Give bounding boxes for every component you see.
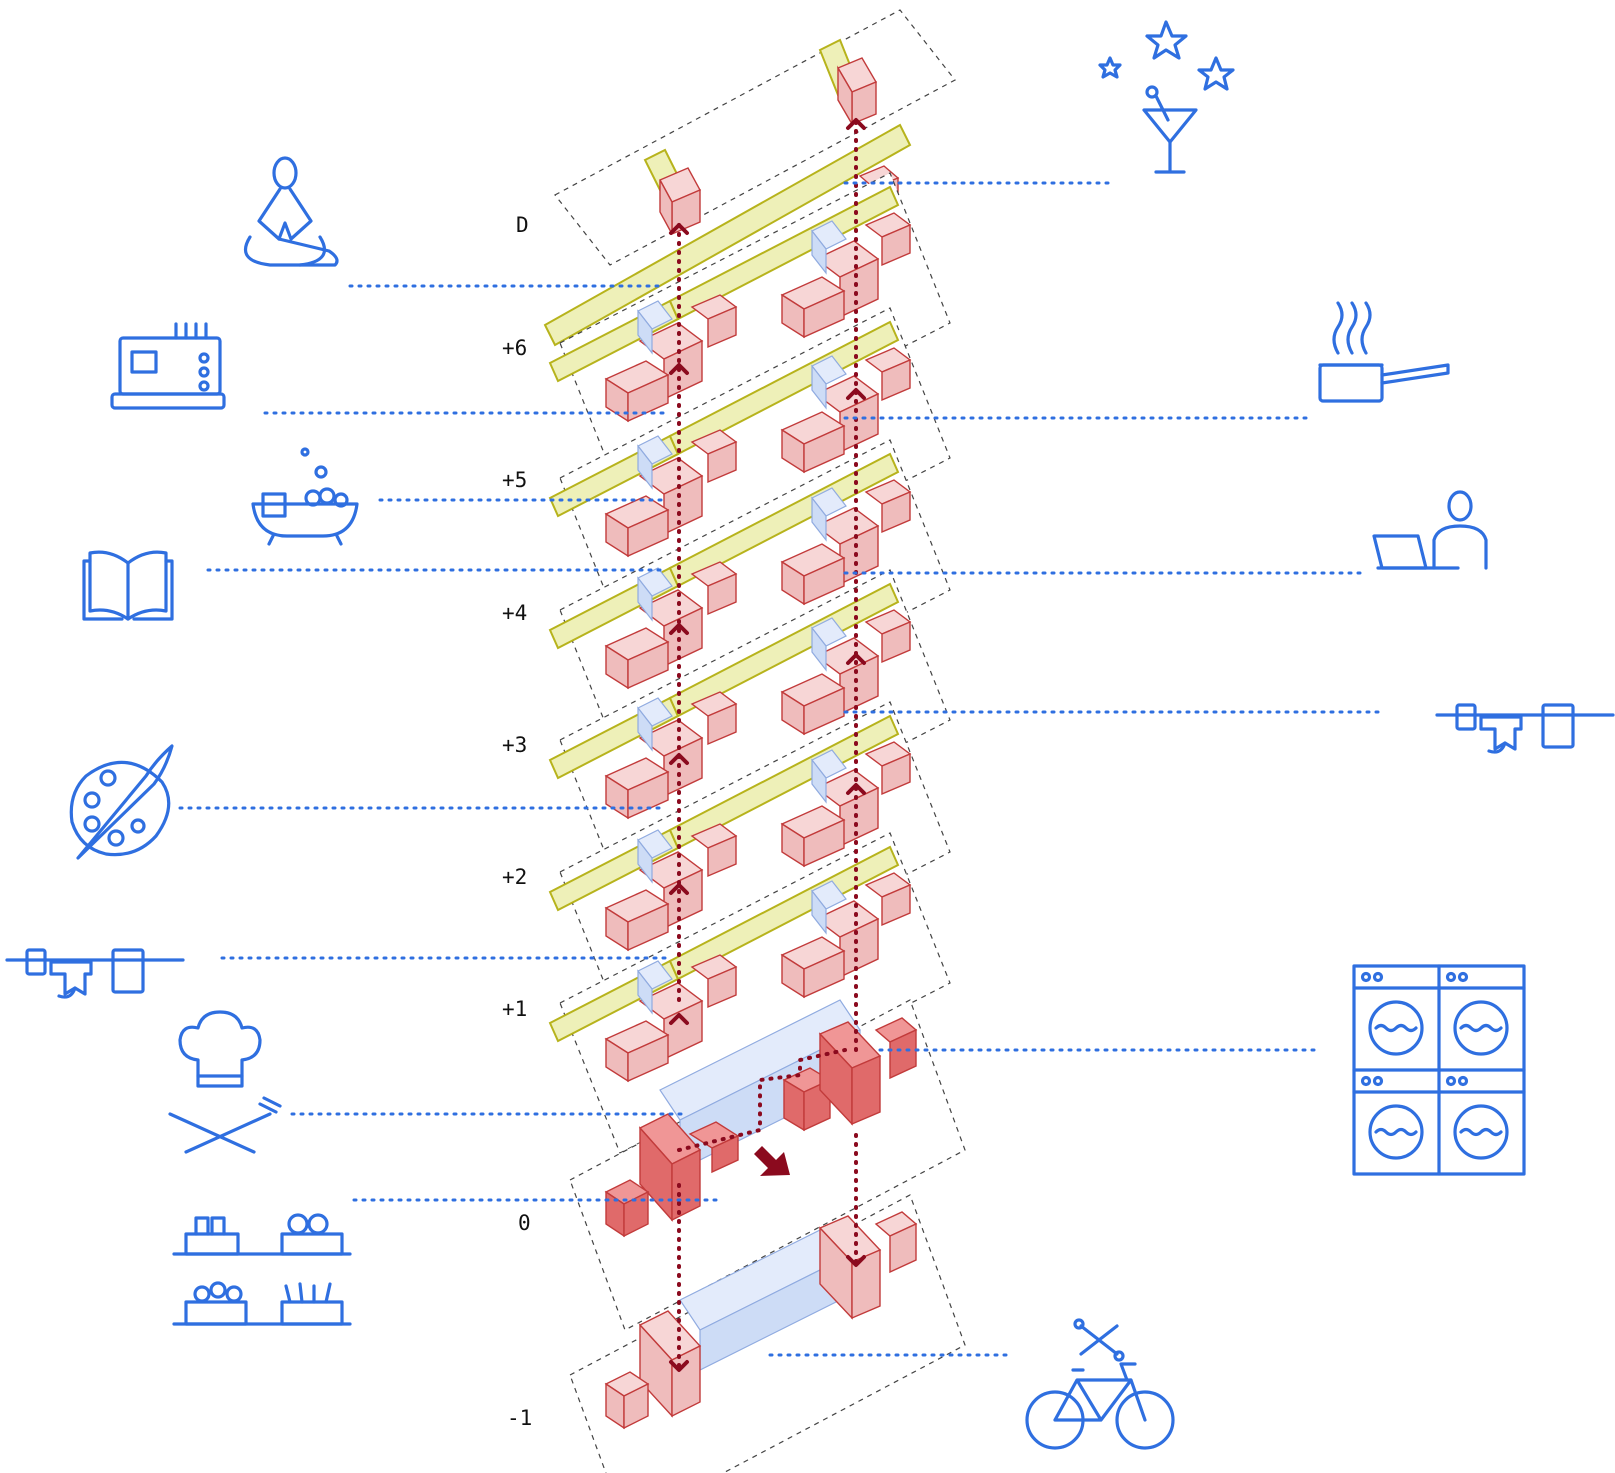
cooking-pot-icon (1318, 301, 1450, 403)
floor-label-p6: +6 (502, 336, 527, 360)
leader-lines (178, 181, 1384, 1357)
floor-label-p5: +5 (502, 468, 527, 492)
bicycle-repair-icon (1025, 1318, 1175, 1450)
washing-machines-icon (1352, 964, 1526, 1176)
clothesline-icon-right (1435, 703, 1615, 754)
floor-label-p3: +3 (502, 733, 527, 757)
floor-label-p2: +2 (502, 865, 527, 889)
floor-label-d: D (516, 213, 529, 237)
meditation-icon (244, 156, 339, 267)
market-stall-icon (172, 1213, 352, 1326)
floor-label-p4: +4 (502, 601, 527, 625)
chef-icon (168, 1010, 282, 1154)
palette-icon (69, 744, 174, 860)
entrance-arrow-icon (754, 1146, 790, 1176)
bathtub-icon (251, 447, 359, 546)
circulation-path (669, 118, 866, 1372)
laptop-worker-icon (1372, 490, 1488, 570)
floor-label-g0: 0 (518, 1211, 531, 1235)
floor-label-p1: +1 (502, 997, 527, 1021)
clothesline-icon (5, 948, 185, 999)
book-icon (82, 550, 174, 621)
floor-plate-m1 (569, 1194, 966, 1473)
floor-label-m1: -1 (507, 1406, 532, 1430)
sewing-machine-icon (110, 322, 226, 410)
cocktail-icon (1098, 20, 1235, 174)
